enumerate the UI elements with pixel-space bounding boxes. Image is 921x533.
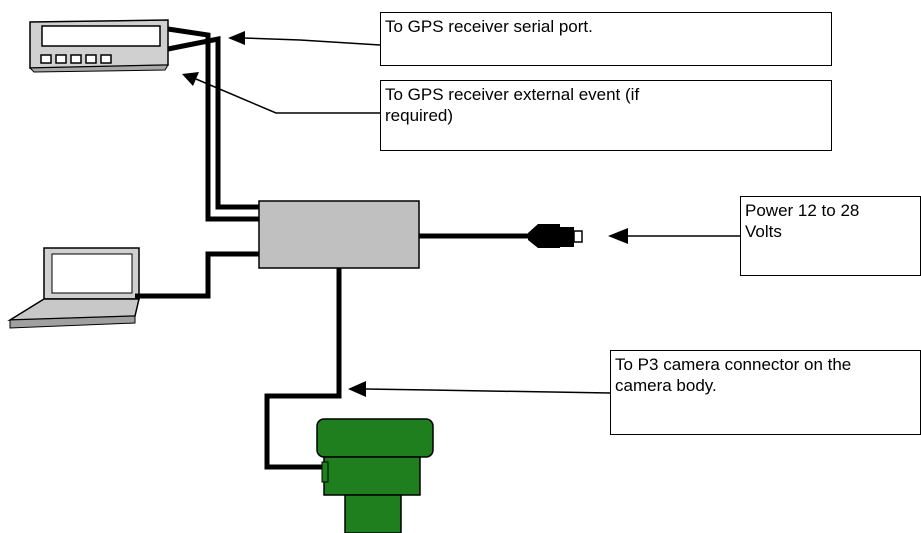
gps-cables [167, 26, 259, 222]
power-connector-icon [528, 224, 583, 248]
laptop-cable [135, 251, 259, 299]
callout-power: Power 12 to 28 Volts [740, 196, 921, 276]
camera-cable [264, 268, 342, 470]
arrow-event [182, 72, 380, 114]
callout-serial-port: To GPS receiver serial port. [380, 12, 832, 66]
arrow-power [608, 228, 740, 244]
callout-external-event: To GPS receiver external event (if requi… [380, 80, 832, 151]
camera-icon [316, 418, 434, 533]
gps-receiver-icon [28, 19, 169, 73]
callout-camera-connector: To P3 camera connector on the camera bod… [610, 350, 921, 435]
arrow-serial [228, 31, 381, 46]
interface-box [258, 200, 420, 269]
arrow-camera [348, 381, 611, 397]
laptop-icon [7, 247, 140, 329]
